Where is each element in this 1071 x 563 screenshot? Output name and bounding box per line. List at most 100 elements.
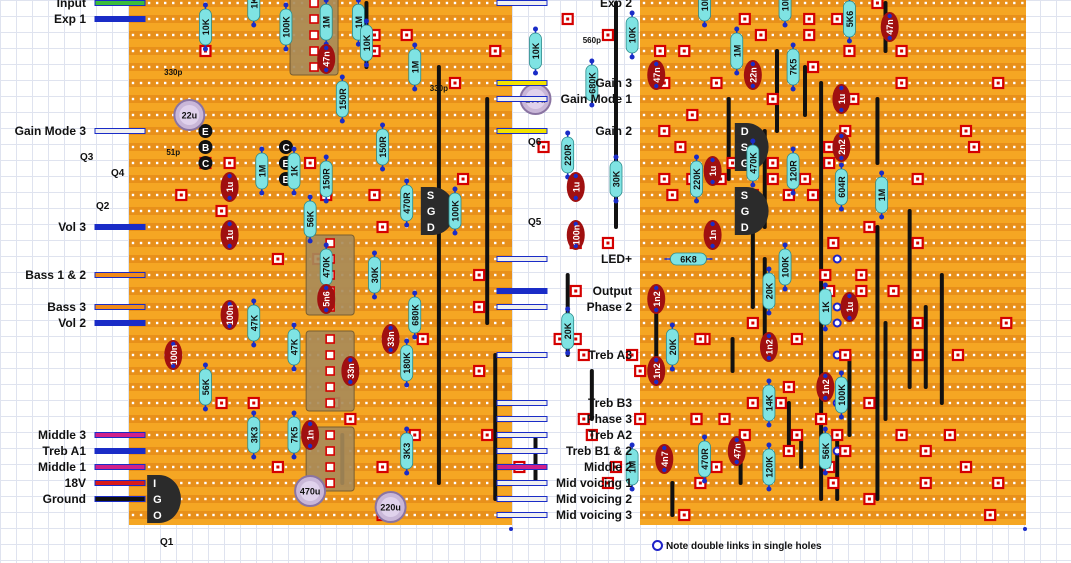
- hole: [1021, 129, 1024, 133]
- hole: [405, 417, 408, 421]
- resistor-lead-end: [629, 54, 635, 60]
- hole: [268, 497, 272, 501]
- hole: [397, 353, 400, 357]
- hole: [964, 225, 968, 229]
- wire-v18: [94, 480, 146, 486]
- hole: [956, 81, 960, 85]
- hole: [675, 97, 678, 101]
- hole: [236, 289, 239, 293]
- hole: [220, 33, 223, 37]
- hole: [244, 225, 247, 229]
- hole: [892, 241, 895, 245]
- track-cut-dot: [477, 369, 481, 373]
- capacitor-value: 2n2: [837, 139, 847, 155]
- hole: [228, 497, 231, 501]
- hole: [980, 337, 984, 341]
- hole: [964, 65, 968, 69]
- hole: [333, 81, 336, 85]
- hole: [997, 257, 1000, 261]
- resistor-value: 1M: [354, 16, 364, 29]
- hole: [300, 321, 304, 325]
- hole: [900, 497, 903, 501]
- hole: [1013, 273, 1016, 277]
- hole: [477, 257, 481, 261]
- hole: [658, 145, 662, 149]
- hole: [666, 369, 670, 373]
- hole: [884, 289, 887, 293]
- hole: [477, 161, 481, 165]
- resistor-lead-end: [251, 342, 257, 348]
- resistor-value: 470K: [322, 256, 332, 278]
- hole: [453, 273, 457, 277]
- hole: [715, 113, 718, 117]
- hole: [308, 113, 312, 117]
- resistor-lead-end: [766, 442, 772, 448]
- copper-strip: [129, 95, 512, 103]
- capacitor-body: [220, 220, 239, 250]
- resistor-body: [561, 312, 575, 350]
- hole: [860, 513, 863, 517]
- ic-pin: [325, 334, 335, 344]
- hole: [932, 433, 935, 437]
- label-input: Input: [56, 0, 86, 10]
- hole: [164, 321, 167, 325]
- hole: [477, 177, 481, 181]
- resistor: 680K: [585, 58, 599, 108]
- track-cut-dot: [771, 161, 775, 165]
- hole: [658, 1, 662, 5]
- hole: [948, 481, 952, 485]
- hole: [389, 321, 392, 325]
- track-cut-dot: [859, 273, 863, 277]
- hole: [666, 113, 670, 117]
- copper-strip: [129, 319, 512, 327]
- hole: [196, 257, 199, 261]
- hole: [666, 289, 670, 293]
- hole: [453, 369, 457, 373]
- hole: [707, 481, 710, 485]
- capacitor-value: 47n: [732, 443, 742, 459]
- hole: [147, 241, 151, 245]
- hole: [956, 193, 960, 197]
- resistor: 10K: [360, 18, 373, 68]
- hole: [228, 417, 231, 421]
- hole: [795, 1, 799, 5]
- hole: [188, 17, 191, 21]
- hole: [1005, 161, 1008, 165]
- hole: [260, 337, 263, 341]
- hole: [292, 289, 296, 293]
- hole: [397, 401, 400, 405]
- hole: [956, 481, 960, 485]
- resistor-lead-end: [202, 2, 208, 8]
- hole: [1021, 401, 1024, 405]
- hole: [1021, 257, 1024, 261]
- hole: [188, 1, 191, 5]
- hole: [763, 65, 766, 69]
- track-cut-dot: [405, 33, 409, 37]
- hole: [469, 513, 473, 517]
- hole: [445, 417, 449, 421]
- hole: [707, 129, 710, 133]
- hole: [405, 497, 408, 501]
- hole: [715, 385, 718, 389]
- hole: [365, 385, 368, 389]
- hole: [486, 337, 489, 341]
- hole: [252, 65, 255, 69]
- hole: [486, 17, 489, 21]
- hole: [469, 193, 473, 197]
- transistor-pin-letter: S: [741, 190, 748, 202]
- hole: [811, 273, 815, 277]
- hole: [172, 417, 175, 421]
- capacitor-lead: [654, 379, 659, 385]
- hole: [445, 289, 449, 293]
- hole: [405, 321, 408, 325]
- hole: [827, 417, 831, 421]
- hole: [715, 1, 718, 5]
- hole: [180, 305, 183, 309]
- hole: [180, 337, 183, 341]
- hole: [650, 241, 654, 245]
- hole: [691, 225, 694, 229]
- track-cut-dot: [831, 241, 835, 245]
- hole: [811, 113, 815, 117]
- hole: [860, 321, 863, 325]
- hole: [260, 97, 263, 101]
